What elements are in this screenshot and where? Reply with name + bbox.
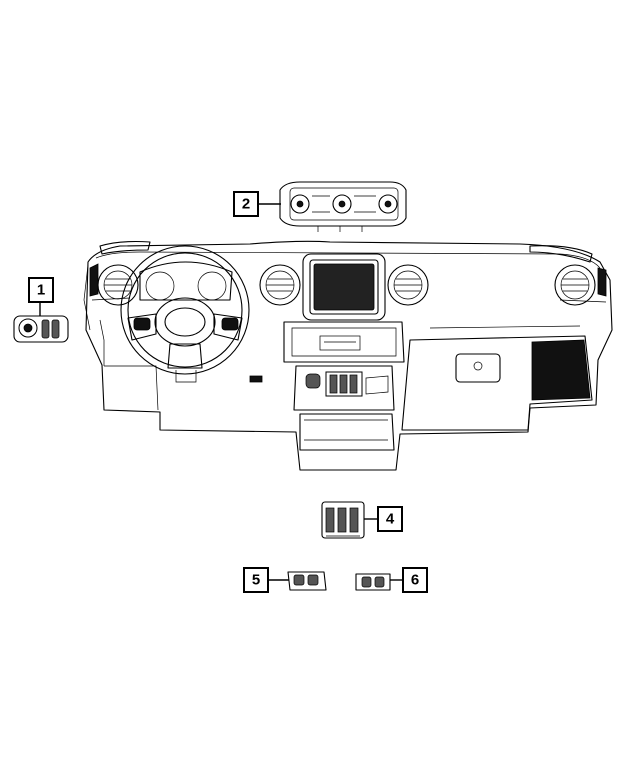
callout-1: 1 [28,277,54,303]
part-4-window-switch-bank [321,501,365,539]
callout-5: 5 [243,567,269,593]
callout-2: 2 [233,191,259,217]
callout-6: 6 [402,567,428,593]
callout-2-label: 2 [242,196,250,213]
callout-6-label: 6 [411,572,419,589]
leader-lines [39,203,403,581]
instrument-panel-drawing [83,240,613,471]
callout-1-label: 1 [37,282,45,299]
part-1-headlamp-switch [13,315,69,343]
callout-4-label: 4 [386,511,395,528]
callout-5-label: 5 [252,572,260,589]
part-5-switch [287,571,327,591]
part-2-climate-control-panel [279,181,407,232]
callout-4: 4 [377,506,403,532]
part-6-switch [355,573,391,591]
